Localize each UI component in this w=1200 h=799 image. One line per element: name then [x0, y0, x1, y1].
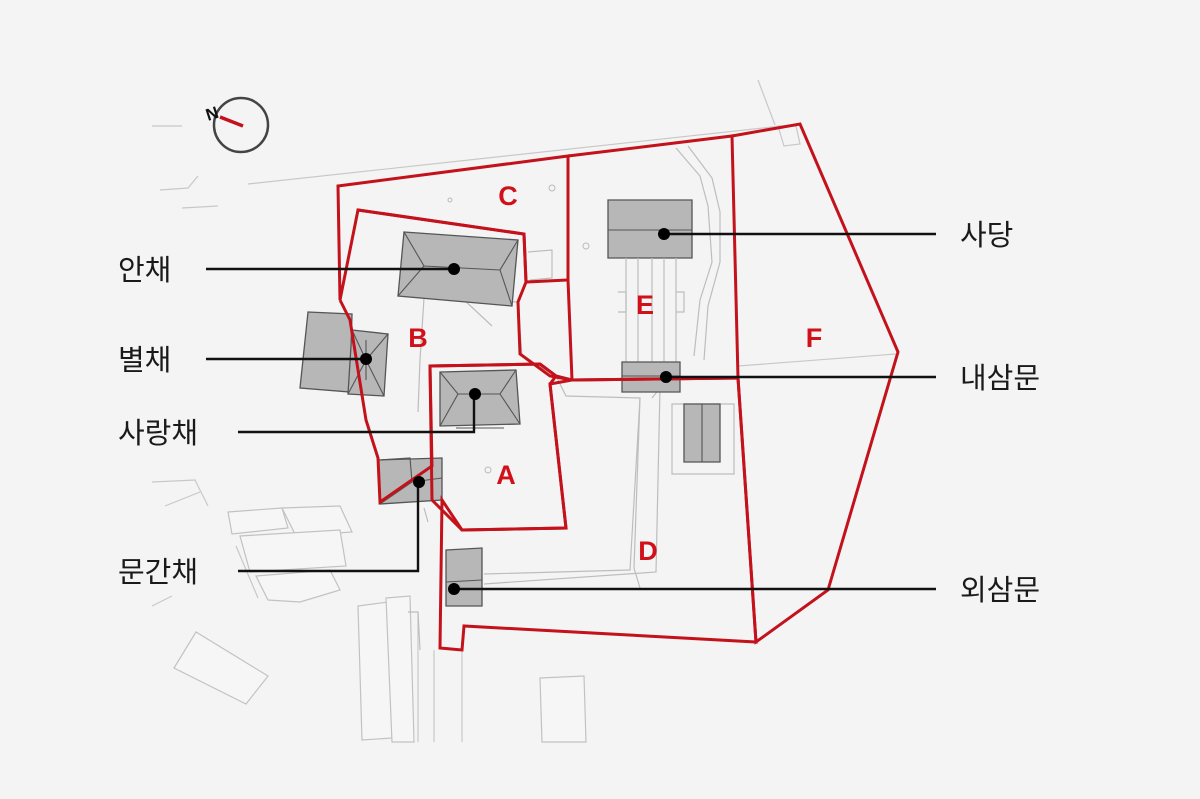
sadang-marker [658, 228, 670, 240]
mungganchae-marker [413, 476, 425, 488]
oesammun-label: 외삼문 [960, 573, 1040, 607]
sarangchae-label: 사랑채 [118, 416, 198, 450]
oesammun-marker [448, 583, 460, 595]
zone-e-label: E [636, 290, 654, 320]
zone-c-label: C [498, 181, 518, 211]
oesammun-roof [445, 547, 483, 607]
leader-lines [206, 228, 936, 595]
compass-ring [212, 96, 270, 154]
compass-north-label: N [203, 103, 221, 125]
mungganchae-label: 문간채 [118, 555, 198, 589]
zone-d-boundary [438, 376, 758, 652]
naesammun-roof [621, 361, 681, 393]
sarangchae-marker [469, 388, 481, 400]
naesammun-marker [660, 371, 672, 383]
compass: N [203, 96, 270, 154]
byeolchae-label: 별채 [118, 343, 171, 377]
anchae-marker [448, 263, 460, 275]
byeolchae-roof [299, 311, 353, 393]
sadang-label: 사당 [960, 218, 1013, 252]
sadang-stairs [618, 258, 685, 362]
sarangchae-roof [439, 369, 521, 427]
zone-labels: A B C D E F [408, 181, 822, 566]
sadang-roof [607, 199, 693, 259]
anchae-label: 안채 [118, 253, 171, 287]
context-lines [151, 79, 897, 743]
byeolchae-marker [360, 353, 372, 365]
compass-needle [219, 115, 244, 128]
naesammun-label: 내삼문 [960, 361, 1040, 395]
zone-a-label: A [496, 460, 516, 490]
zone-b-label: B [408, 323, 428, 353]
building-labels: 안채 별채 사랑채 문간채 사당 내삼문 외삼문 [118, 218, 1040, 607]
zone-d-label: D [638, 536, 658, 566]
zone-f-label: F [806, 323, 823, 353]
